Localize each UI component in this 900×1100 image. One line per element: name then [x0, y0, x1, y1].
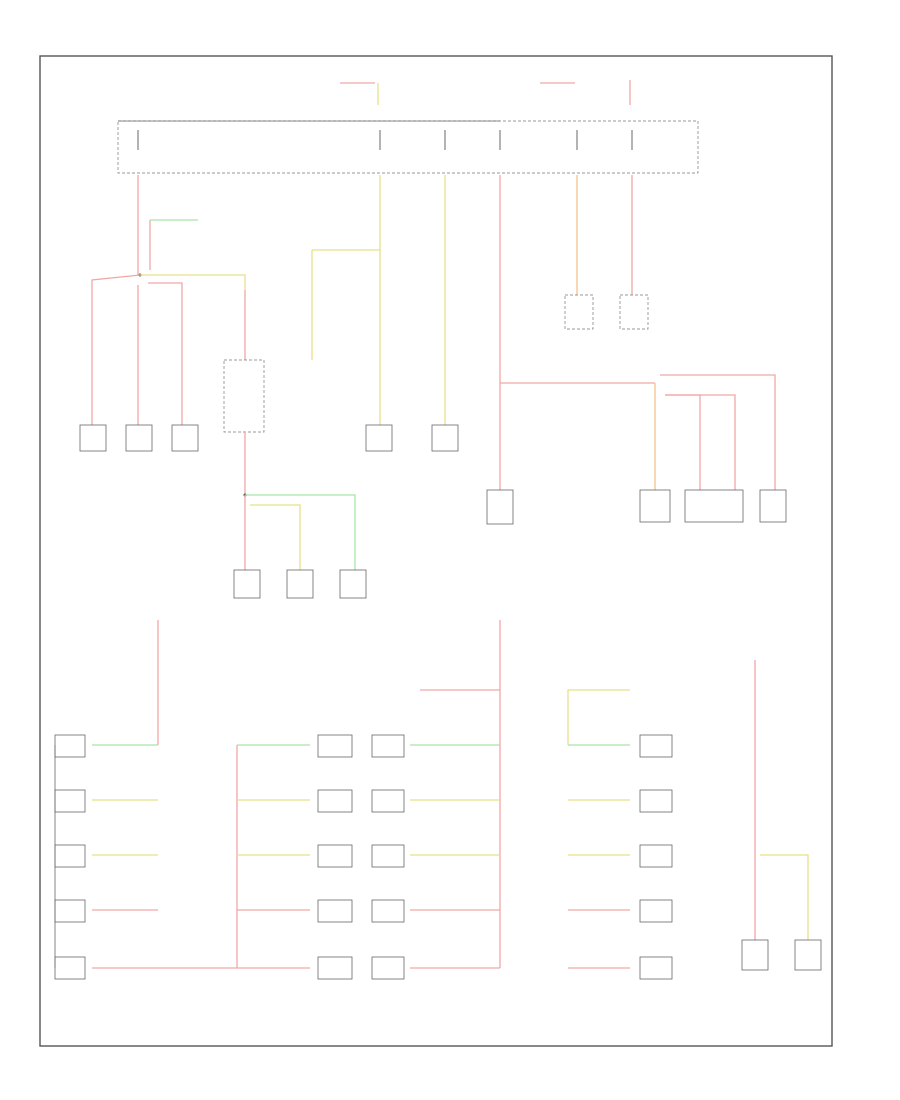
bottom-center-harness	[371, 620, 501, 980]
center-column	[486, 175, 655, 525]
diagram-frame	[39, 55, 833, 1047]
center-circuits	[311, 175, 459, 452]
top-feeders	[340, 80, 631, 105]
left-circuit	[79, 175, 246, 452]
bottom-rightcenter-harness	[567, 689, 673, 980]
bottom-right-circuit	[741, 660, 822, 971]
fuse-panel	[117, 120, 699, 174]
relay-box	[223, 359, 367, 599]
right-top-circuits	[564, 175, 649, 330]
bottom-left-harness	[54, 620, 353, 980]
right-module-cluster	[639, 374, 787, 523]
fuse-taps	[137, 130, 633, 150]
